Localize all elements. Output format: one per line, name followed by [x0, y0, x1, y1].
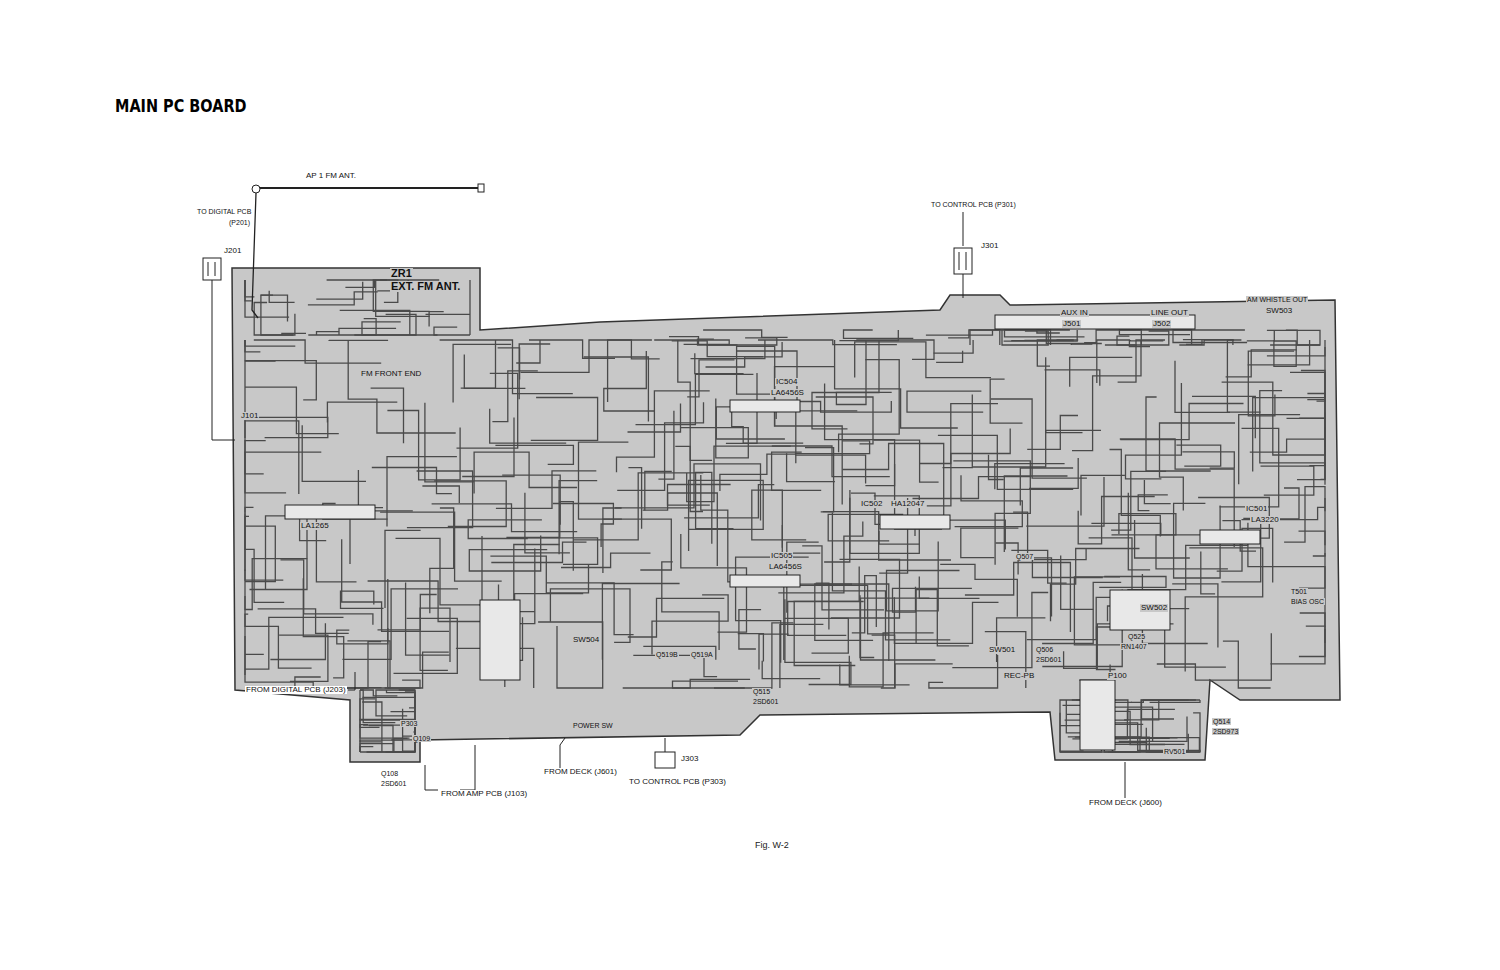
part-label: Q519A — [690, 651, 714, 658]
part-label: Q507 — [1015, 553, 1034, 560]
part-label: Q109 — [412, 735, 431, 742]
part-label: J101 — [240, 412, 259, 420]
part-label: 2SD601 — [1035, 656, 1062, 663]
connector-note: J303 — [680, 755, 699, 763]
connector-note: Q108 — [380, 770, 399, 777]
part-label: Q525 — [1127, 633, 1146, 640]
part-label: REC-PB — [1003, 672, 1035, 680]
connector-note: TO CONTROL PCB (P303) — [628, 778, 727, 786]
part-label: SW504 — [572, 636, 600, 644]
connector-note: TO DIGITAL PCB — [196, 208, 252, 215]
part-label: 2SD973 — [1212, 728, 1239, 735]
part-label: SW501 — [988, 646, 1016, 654]
part-label: BIAS OSC — [1290, 598, 1325, 605]
part-label: LA6456S — [770, 389, 805, 397]
part-label: J501 — [1062, 320, 1081, 328]
connector-note: 2SD601 — [380, 780, 407, 787]
part-label: RN1407 — [1120, 643, 1148, 650]
part-label: P303 — [400, 720, 418, 727]
part-label: Q514 — [1212, 718, 1231, 725]
figure-caption: Fig. W-2 — [755, 840, 789, 850]
part-label: IC501 — [1245, 505, 1268, 513]
part-label: SW503 — [1265, 307, 1293, 315]
part-label: IC502 — [860, 500, 883, 508]
part-label: IC505 — [770, 552, 793, 560]
connector-note: AP 1 FM ANT. — [305, 172, 357, 180]
part-label: FM FRONT END — [360, 370, 422, 378]
part-label: 2SD601 — [752, 698, 779, 705]
part-label: J502 — [1152, 320, 1171, 328]
connector-note: J301 — [980, 242, 999, 250]
part-label: Q506 — [1035, 646, 1054, 653]
part-label: SW502 — [1140, 604, 1168, 612]
connector-note: FROM AMP PCB (J103) — [440, 790, 528, 798]
part-label: LA3220 — [1250, 516, 1280, 524]
part-label: HA12047 — [890, 500, 925, 508]
page-title: MAIN PC BOARD — [115, 96, 247, 116]
connector-note: FROM DECK (J601) — [543, 768, 618, 776]
part-label: LA1265 — [300, 522, 330, 530]
connector-note: (P201) — [228, 219, 251, 226]
part-label: Q519B — [655, 651, 679, 658]
part-label: EXT. FM ANT. — [390, 281, 461, 292]
part-label: AM WHISTLE OUT — [1246, 296, 1308, 303]
part-label: ZR1 — [390, 268, 413, 279]
part-label: RV501 — [1163, 748, 1186, 755]
part-label: T501 — [1290, 588, 1308, 595]
part-label: P100 — [1107, 672, 1128, 680]
part-label: AUX IN — [1060, 309, 1089, 317]
part-label: LINE OUT — [1150, 309, 1189, 317]
part-label: POWER SW — [572, 722, 614, 729]
connector-note: FROM DECK (J600) — [1088, 799, 1163, 807]
part-label: IC504 — [775, 378, 798, 386]
part-label: Q515 — [752, 688, 771, 695]
connector-note: TO CONTROL PCB (P301) — [930, 201, 1017, 208]
connector-note: J201 — [223, 247, 242, 255]
part-label: LA6456S — [768, 563, 803, 571]
connector-note: FROM DIGITAL PCB (J203) — [245, 686, 347, 694]
